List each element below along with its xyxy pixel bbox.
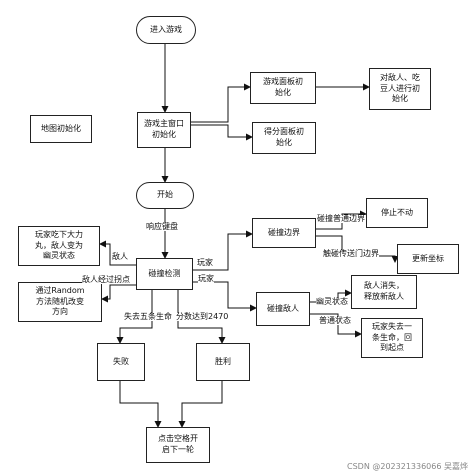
node-update-coords-text: 更新坐标 bbox=[412, 253, 444, 263]
node-enemy-eat-note: 对敌人、吃 豆人进行初 始化 bbox=[369, 68, 431, 110]
node-hit-enemy-text: 碰撞敌人 bbox=[267, 303, 299, 313]
node-enter-game-text: 进入游戏 bbox=[150, 24, 182, 34]
edge-main-to-game-panel bbox=[190, 83, 251, 123]
edge-detect-to-pill bbox=[99, 240, 136, 266]
node-stop: 停止不动 bbox=[366, 198, 428, 228]
node-player-lose-life-text: 玩家失去一 条生命，回 到起点 bbox=[372, 321, 412, 353]
node-enemy-eat-note-text: 对敌人、吃 豆人进行初 始化 bbox=[380, 72, 420, 104]
node-update-coords: 更新坐标 bbox=[397, 244, 459, 274]
node-win: 胜利 bbox=[196, 343, 250, 381]
label-score-reach: 分数达到2470 bbox=[176, 312, 229, 321]
edge-detect-to-fail bbox=[116, 290, 153, 344]
node-collision-detect-text: 碰撞检测 bbox=[148, 268, 181, 278]
edge-detect-to-random bbox=[101, 284, 136, 303]
node-score-panel-init-text: 得分面板初 始化 bbox=[264, 127, 304, 147]
node-main-window-init: 游戏主窗口 初始化 bbox=[137, 112, 191, 148]
node-enemy-vanish: 敌人消失， 释放新敌人 bbox=[351, 275, 417, 309]
node-map-init: 地图初始化 bbox=[30, 115, 92, 143]
node-collision-detect: 碰撞检测 bbox=[136, 258, 193, 290]
node-player-lose-life: 玩家失去一 条生命，回 到起点 bbox=[361, 318, 423, 358]
label-hit-portal-border: 触碰传送门边界 bbox=[323, 249, 379, 258]
watermark: CSDN @2023213360​66 吴嘉烨 bbox=[347, 462, 468, 471]
label-respond-keyboard: 响应键盘 bbox=[146, 222, 178, 231]
node-player-eat-pill-text: 玩家吃下大力 丸，敌人变为 幽灵状态 bbox=[35, 229, 83, 261]
label-enemy-passes-corner: 敌人经过拐点 bbox=[82, 275, 130, 284]
node-stop-text: 停止不动 bbox=[381, 207, 413, 217]
label-hit-normal-border: 碰撞普通边界 bbox=[317, 214, 365, 223]
edge-fail-to-space bbox=[119, 380, 162, 428]
node-score-panel-init: 得分面板初 始化 bbox=[252, 122, 316, 154]
edge-win-to-space bbox=[178, 380, 223, 428]
label-enemy-a: 敌人 bbox=[112, 252, 128, 261]
node-main-window-init-text: 游戏主窗口 初始化 bbox=[144, 119, 184, 139]
node-hit-enemy: 碰撞敌人 bbox=[256, 292, 310, 326]
node-random-direction: 通过Random 方法随机改变 方向 bbox=[18, 282, 102, 322]
edge-main-to-score-panel bbox=[190, 124, 253, 141]
node-hit-border-text: 碰撞边界 bbox=[268, 227, 300, 237]
node-fail-text: 失败 bbox=[113, 356, 129, 366]
node-fail: 失败 bbox=[97, 343, 145, 381]
node-start-text: 开始 bbox=[157, 190, 173, 200]
node-game-panel-init: 游戏面板初 始化 bbox=[250, 72, 316, 104]
node-win-text: 胜利 bbox=[215, 356, 231, 366]
node-start: 开始 bbox=[136, 182, 194, 209]
node-press-space: 点击空格开 启下一轮 bbox=[146, 427, 210, 463]
label-ghost-state: 幽灵状态 bbox=[316, 297, 348, 306]
label-lose-five-lives: 失去五条生命 bbox=[124, 312, 172, 321]
node-random-direction-text: 通过Random 方法随机改变 方向 bbox=[35, 285, 85, 317]
label-player-a: 玩家 bbox=[197, 258, 213, 267]
node-game-panel-init-text: 游戏面板初 始化 bbox=[263, 77, 303, 97]
edge-detect-to-border bbox=[193, 230, 253, 271]
label-normal-state: 普通状态 bbox=[319, 316, 351, 325]
node-enemy-vanish-text: 敌人消失， 释放新敌人 bbox=[364, 281, 404, 301]
node-map-init-text: 地图初始化 bbox=[41, 123, 81, 133]
node-enter-game: 进入游戏 bbox=[136, 16, 196, 44]
node-player-eat-pill: 玩家吃下大力 丸，敌人变为 幽灵状态 bbox=[18, 226, 100, 266]
node-hit-border: 碰撞边界 bbox=[252, 218, 316, 248]
edge-detect-to-win bbox=[177, 290, 226, 344]
edge-detect-to-enemy bbox=[193, 281, 257, 312]
node-press-space-text: 点击空格开 启下一轮 bbox=[158, 434, 198, 454]
label-player-b: 玩家 bbox=[198, 274, 214, 283]
